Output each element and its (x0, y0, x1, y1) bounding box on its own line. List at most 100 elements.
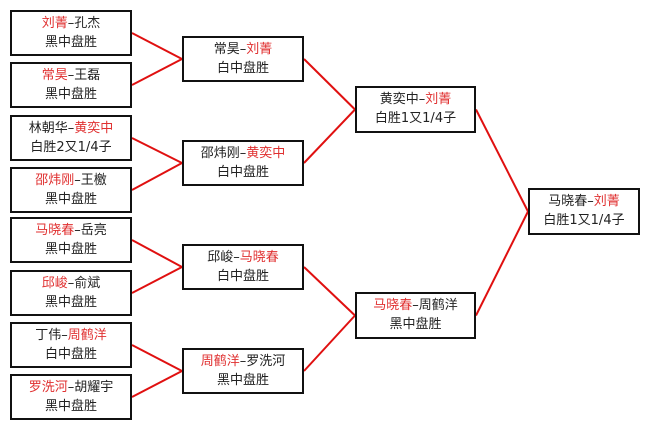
black-player: 马晓春 (35, 223, 75, 238)
black-player: 邵炜刚 (200, 146, 240, 161)
black-player: 黄奕中 (379, 92, 419, 107)
match-r1-8: 罗洗河–胡耀宇黑中盘胜 (10, 374, 132, 420)
match-result: 白中盘胜 (216, 269, 269, 284)
match-r4-1: 马晓春–刘菁白胜1又1/4子 (528, 188, 640, 235)
black-player: 常昊 (41, 68, 68, 83)
match-r1-5: 马晓春–岳亮黑中盘胜 (10, 217, 132, 263)
separator: – (239, 146, 247, 161)
match-r2-1: 常昊–刘菁白中盘胜 (182, 36, 304, 82)
match-players: 邱峻–马晓春 (184, 248, 302, 267)
match-r1-1: 刘菁–孔杰黑中盘胜 (10, 10, 132, 56)
black-player: 邵炜刚 (35, 173, 75, 188)
separator: – (74, 223, 81, 238)
black-player: 常昊 (213, 42, 240, 57)
match-result: 白胜1又1/4子 (543, 213, 625, 228)
black-player: 林朝华 (28, 121, 68, 136)
match-r1-3: 林朝华–黄奕中白胜2又1/4子 (10, 115, 132, 161)
match-result: 白胜2又1/4子 (30, 140, 112, 155)
bracket-connector (131, 162, 183, 191)
match-result: 黑中盘胜 (44, 87, 97, 102)
black-player: 邱峻 (41, 276, 68, 291)
separator: – (67, 276, 75, 291)
match-result: 黑中盘胜 (389, 317, 442, 332)
black-player: 马晓春 (373, 298, 413, 313)
match-r1-7: 丁伟–周鹤洋白中盘胜 (10, 322, 132, 368)
separator: – (74, 173, 81, 188)
white-player: 俞斌 (74, 276, 101, 291)
match-result: 黑中盘胜 (44, 399, 97, 414)
white-player: 王檄 (80, 173, 107, 188)
white-player: 胡耀宇 (74, 380, 114, 395)
bracket-connector (303, 108, 356, 164)
match-players: 丁伟–周鹤洋 (12, 326, 130, 345)
black-player: 邱峻 (207, 250, 234, 265)
separator: – (67, 121, 75, 136)
match-result: 白胜1又1/4子 (374, 111, 457, 126)
match-result: 黑中盘胜 (44, 295, 97, 310)
separator: – (418, 92, 426, 107)
match-result: 白中盘胜 (216, 61, 269, 76)
match-players: 邵炜刚–黄奕中 (184, 144, 302, 163)
white-player: 黄奕中 (246, 146, 286, 161)
match-result: 白中盘胜 (216, 165, 269, 180)
match-r2-3: 邱峻–马晓春白中盘胜 (182, 244, 304, 290)
black-player: 周鹤洋 (200, 354, 240, 369)
match-players: 罗洗河–胡耀宇 (12, 378, 130, 397)
match-result: 白中盘胜 (44, 347, 97, 362)
bracket-connector (131, 58, 183, 86)
bracket-connector (131, 370, 183, 398)
match-result: 黑中盘胜 (44, 192, 97, 207)
black-player: 丁伟 (35, 328, 62, 343)
match-players: 马晓春–岳亮 (12, 221, 130, 240)
white-player: 周鹤洋 (67, 328, 107, 343)
bracket-connector (303, 314, 356, 372)
separator: – (61, 328, 68, 343)
match-players: 常昊–刘菁 (184, 40, 302, 59)
match-players: 邵炜刚–王檄 (12, 171, 130, 190)
separator: – (412, 298, 419, 313)
separator: – (239, 354, 247, 369)
white-player: 王磊 (74, 68, 101, 83)
separator: – (587, 194, 594, 209)
white-player: 岳亮 (80, 223, 107, 238)
bracket-connector (475, 211, 529, 316)
black-player: 刘菁 (41, 16, 68, 31)
separator: – (67, 16, 75, 31)
black-player: 马晓春 (548, 194, 588, 209)
white-player: 马晓春 (239, 250, 279, 265)
match-players: 邱峻–俞斌 (12, 274, 130, 293)
match-players: 黄奕中–刘菁 (357, 90, 474, 109)
match-r3-1: 黄奕中–刘菁白胜1又1/4子 (355, 86, 476, 133)
bracket-connector (475, 109, 529, 212)
match-r1-2: 常昊–王磊黑中盘胜 (10, 62, 132, 108)
white-player: 周鹤洋 (418, 298, 458, 313)
white-player: 孔杰 (74, 16, 101, 31)
separator: – (67, 68, 75, 83)
bracket-connector (131, 137, 183, 164)
bracket-connector (303, 266, 356, 317)
match-players: 常昊–王磊 (12, 66, 130, 85)
separator: – (67, 380, 75, 395)
white-player: 刘菁 (425, 92, 452, 107)
bracket-connector (131, 239, 183, 268)
bracket-connector (303, 58, 356, 111)
match-players: 周鹤洋–罗洗河 (184, 352, 302, 371)
white-player: 黄奕中 (74, 121, 114, 136)
white-player: 刘菁 (593, 194, 620, 209)
white-player: 罗洗河 (246, 354, 286, 369)
bracket-connector (131, 32, 183, 60)
match-result: 黑中盘胜 (44, 35, 97, 50)
separator: – (239, 42, 247, 57)
match-players: 马晓春–周鹤洋 (357, 296, 474, 315)
match-r3-2: 马晓春–周鹤洋黑中盘胜 (355, 292, 476, 339)
match-result: 黑中盘胜 (216, 373, 269, 388)
black-player: 罗洗河 (28, 380, 68, 395)
bracket-connector (131, 344, 183, 372)
match-r1-4: 邵炜刚–王檄黑中盘胜 (10, 167, 132, 213)
match-r1-6: 邱峻–俞斌黑中盘胜 (10, 270, 132, 316)
match-r2-2: 邵炜刚–黄奕中白中盘胜 (182, 140, 304, 186)
white-player: 刘菁 (246, 42, 273, 57)
separator: – (233, 250, 240, 265)
